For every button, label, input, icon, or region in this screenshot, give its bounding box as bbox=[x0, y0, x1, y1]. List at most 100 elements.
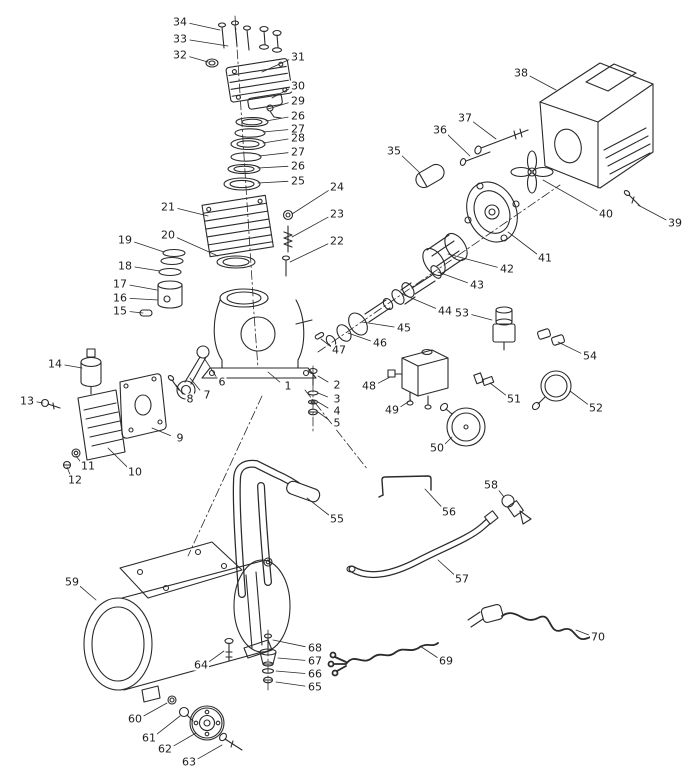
leader-line-47 bbox=[320, 338, 331, 347]
motor-shroud bbox=[539, 62, 654, 189]
check-valve bbox=[501, 494, 532, 525]
leader-line-40 bbox=[542, 179, 598, 212]
tank bbox=[83, 541, 291, 703]
cylinder bbox=[201, 194, 274, 258]
leader-line-48 bbox=[377, 376, 391, 384]
wheel-parts bbox=[167, 695, 243, 751]
leader-line-64 bbox=[209, 650, 225, 662]
leader-line-21 bbox=[177, 208, 209, 217]
screw-13 bbox=[40, 398, 61, 410]
gasket-stack bbox=[223, 116, 269, 191]
leader-line-46 bbox=[347, 332, 371, 342]
leader-line-2 bbox=[317, 375, 329, 383]
leader-line-12 bbox=[66, 466, 71, 475]
leader-line-32 bbox=[189, 56, 209, 63]
fan bbox=[510, 150, 554, 194]
louver-cover bbox=[62, 389, 126, 470]
leader-line-6 bbox=[203, 357, 217, 377]
leader-line-57 bbox=[437, 559, 455, 576]
leader-line-8 bbox=[175, 384, 184, 395]
leader-line-58 bbox=[497, 489, 505, 498]
leader-line-55 bbox=[306, 497, 330, 516]
leader-line-60 bbox=[143, 702, 168, 717]
center-lines bbox=[187, 15, 561, 693]
motor-wires bbox=[327, 642, 439, 677]
fitting-51 bbox=[473, 372, 495, 387]
leader-line-9 bbox=[151, 427, 172, 437]
leader-line-39 bbox=[637, 204, 667, 221]
leader-line-13 bbox=[36, 401, 44, 404]
cylinder-gasket bbox=[216, 255, 256, 269]
cover-plate bbox=[119, 373, 167, 439]
leader-line-17 bbox=[129, 284, 158, 291]
gauge-50 bbox=[439, 402, 486, 447]
bearing-sleeve bbox=[422, 232, 468, 277]
handle-tube bbox=[232, 459, 321, 598]
leader-line-11 bbox=[75, 455, 81, 462]
leader-line-53 bbox=[471, 314, 493, 321]
leader-line-66 bbox=[275, 670, 306, 674]
discharge-tube bbox=[346, 510, 499, 578]
piston-assembly bbox=[139, 248, 186, 317]
leader-line-67 bbox=[277, 657, 306, 661]
leader-line-52 bbox=[569, 390, 588, 405]
leader-line-35 bbox=[401, 155, 420, 173]
leader-line-23 bbox=[291, 216, 329, 238]
leader-line-38 bbox=[529, 75, 557, 91]
leader-line-10 bbox=[107, 447, 128, 468]
leader-line-56 bbox=[424, 488, 443, 508]
leader-line-34 bbox=[189, 22, 221, 31]
mount-bolt-stack bbox=[307, 367, 319, 416]
screw-39 bbox=[623, 189, 641, 207]
leader-line-51 bbox=[489, 382, 507, 396]
leader-line-63 bbox=[197, 744, 223, 760]
leader-line-26 bbox=[265, 116, 289, 122]
leader-line-50 bbox=[444, 436, 453, 445]
leader-line-15 bbox=[129, 311, 144, 314]
crankcase bbox=[201, 288, 317, 379]
gauge-52 bbox=[531, 370, 572, 411]
pressure-switch bbox=[387, 348, 449, 410]
cylinder-head bbox=[225, 58, 293, 103]
leader-line-45 bbox=[361, 321, 395, 328]
leader-line-54 bbox=[557, 341, 582, 354]
leader-line-26 bbox=[257, 165, 289, 169]
leader-line-33 bbox=[189, 39, 229, 47]
head-stud-parts bbox=[281, 209, 294, 277]
leader-line-19 bbox=[134, 241, 165, 253]
connecting-rod bbox=[167, 345, 210, 400]
shaft-key bbox=[314, 331, 325, 340]
bolt-64 bbox=[224, 637, 234, 662]
foot-stack bbox=[259, 633, 277, 684]
leader-line-5 bbox=[317, 411, 329, 420]
leader-line-62 bbox=[173, 732, 197, 747]
air-filter bbox=[80, 348, 102, 395]
leader-line-7 bbox=[189, 377, 201, 391]
leader-line-14 bbox=[64, 364, 83, 369]
leader-line-49 bbox=[400, 399, 412, 408]
head-bolts bbox=[205, 20, 283, 68]
leader-line-29 bbox=[267, 102, 289, 110]
leader-line-65 bbox=[275, 681, 306, 687]
leader-line-31 bbox=[261, 59, 290, 73]
leader-line-3 bbox=[317, 392, 328, 398]
leader-line-30 bbox=[271, 88, 290, 99]
leader-line-18 bbox=[134, 266, 161, 272]
leader-line-28 bbox=[262, 138, 289, 144]
leader-line-36 bbox=[447, 134, 471, 157]
leader-line-59 bbox=[79, 585, 97, 601]
leader-line-27 bbox=[258, 152, 289, 157]
valve-plate bbox=[247, 93, 283, 119]
leader-line-27 bbox=[262, 129, 289, 133]
leader-line-42 bbox=[447, 253, 498, 268]
leader-line-43 bbox=[437, 271, 468, 284]
leader-line-1 bbox=[267, 371, 281, 383]
leader-line-69 bbox=[419, 645, 438, 658]
leader-line-70 bbox=[575, 629, 589, 636]
leader-line-22 bbox=[289, 243, 329, 263]
leader-lines bbox=[36, 22, 667, 760]
leader-line-44 bbox=[401, 293, 437, 309]
leader-line-16 bbox=[129, 297, 159, 301]
